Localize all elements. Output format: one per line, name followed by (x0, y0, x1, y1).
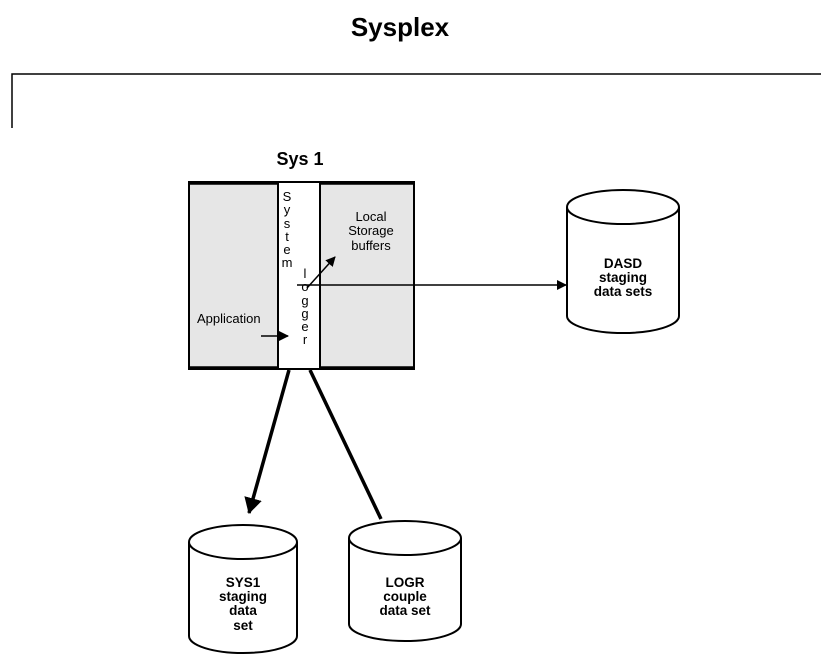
diagram-title: Sysplex (350, 12, 450, 42)
application-label: Application (197, 311, 261, 326)
local-storage-buffers-label: Local Storage buffers (348, 209, 394, 253)
logger-label-vertical: l o g g e r (301, 266, 309, 348)
system-logger-column (277, 181, 321, 370)
dasd-staging-cylinder (566, 189, 680, 334)
logr-couple-line (308, 369, 383, 520)
logr-couple-cylinder (348, 520, 462, 642)
sys1-staging-arrow (244, 369, 291, 514)
sysplex-boundary (11, 73, 821, 128)
sys1-staging-cylinder (188, 524, 298, 654)
system-label-vertical: S y s t e m (281, 189, 293, 271)
sys1-staging-label: SYS1 staging data set (218, 575, 267, 633)
local-storage-arrow (306, 256, 336, 289)
system-name-label: Sys 1 (276, 149, 324, 169)
dasd-staging-label: DASD staging data sets (593, 256, 653, 300)
logr-couple-label: LOGR couple data set (379, 575, 431, 619)
